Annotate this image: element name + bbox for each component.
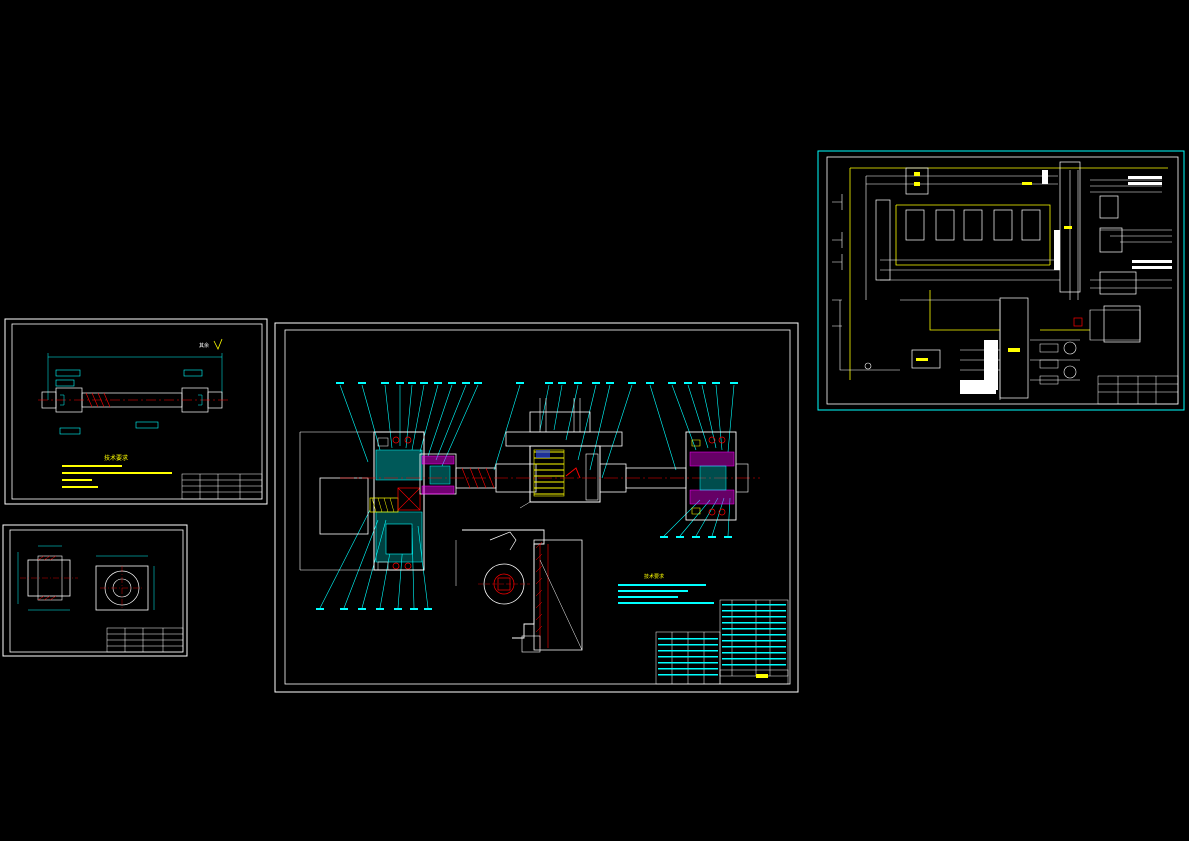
- title-block: [181, 473, 263, 500]
- sheet-inner-frame: [11, 323, 263, 500]
- sheet-outer-frame: [274, 322, 799, 693]
- svg-text:其余: 其余: [199, 342, 209, 349]
- sheet-inner-frame: [826, 156, 1179, 405]
- sheet-inner-frame: [284, 329, 791, 685]
- svg-text:技术要求: 技术要求: [104, 454, 128, 462]
- sheet-shaft-drawing[interactable]: 其余 技术要求: [4, 318, 268, 505]
- sheet-flange-drawing[interactable]: [2, 524, 188, 657]
- sheet-circuit-schematic[interactable]: [817, 150, 1185, 411]
- sheet-outer-frame: [817, 150, 1185, 411]
- sheet-outer-frame: [2, 524, 188, 657]
- title-block: [1097, 375, 1179, 405]
- sheet-outer-frame: [4, 318, 268, 505]
- sheet-inner-frame: [9, 529, 184, 653]
- svg-text:技术要求: 技术要求: [644, 573, 664, 580]
- sheet-assembly-drawing[interactable]: 技术要求: [274, 322, 799, 693]
- title-block: [106, 627, 184, 653]
